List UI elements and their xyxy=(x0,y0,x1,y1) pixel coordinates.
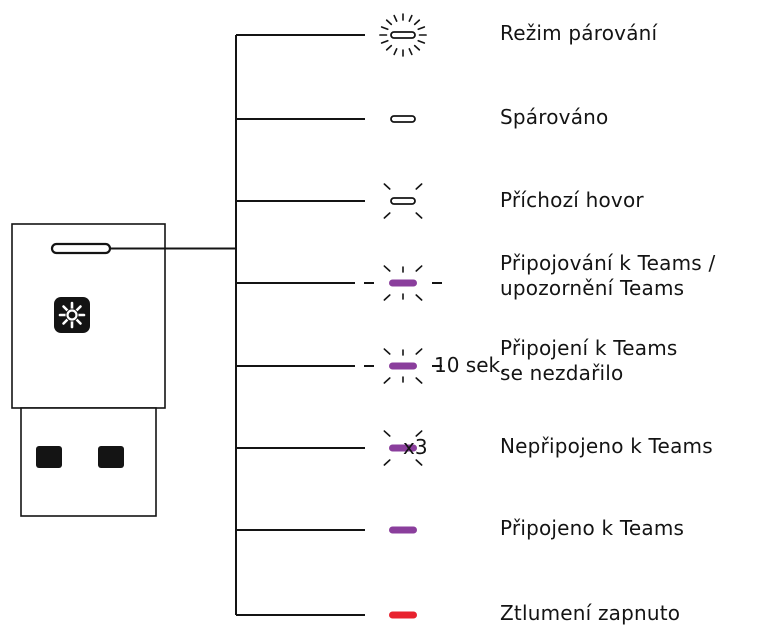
state-label-line: Nepřipojeno k Teams xyxy=(500,434,713,458)
blink-ray xyxy=(415,294,423,301)
blink-ray xyxy=(380,39,389,44)
blink-ray xyxy=(408,14,413,22)
led-purple-pill xyxy=(389,362,417,370)
blink-ray xyxy=(413,44,421,51)
blink-ray xyxy=(413,19,421,26)
blink-ray xyxy=(383,430,391,437)
blink-ray xyxy=(383,265,391,272)
blink-ray xyxy=(415,183,423,190)
led-off-pill xyxy=(390,115,416,123)
blink-ray xyxy=(385,19,393,26)
led-purple-pill xyxy=(389,444,417,452)
state-label-line: se nezdařilo xyxy=(500,361,624,385)
blink-ray xyxy=(415,265,423,272)
blink-ray xyxy=(385,44,393,51)
state-label-line: upozornění Teams xyxy=(500,276,685,300)
blink-ray xyxy=(415,212,423,219)
state-label-line: Připojeno k Teams xyxy=(500,516,685,540)
usb-contact-left xyxy=(36,446,62,468)
led-indicator-5 xyxy=(383,348,423,384)
state-label-7: Připojeno k Teams xyxy=(500,515,684,541)
state-label-3: Příchozí hovor xyxy=(500,187,644,213)
led-indicator-7 xyxy=(389,526,417,534)
blink-ray xyxy=(415,459,423,466)
led-indicators xyxy=(379,13,427,619)
blink-ray xyxy=(393,48,398,56)
state-label-line: Spárováno xyxy=(500,105,609,129)
led-indicator-6 xyxy=(383,430,423,466)
led-red-pill xyxy=(389,611,417,619)
blink-ray xyxy=(415,348,423,355)
state-label-line: Režim párování xyxy=(500,21,658,45)
usb-contact-right xyxy=(98,446,124,468)
led-indicator-1 xyxy=(379,13,427,57)
state-label-4: Připojování k Teams /upozornění Teams xyxy=(500,251,715,301)
led-purple-pill xyxy=(389,279,417,287)
blink-ray xyxy=(383,294,391,301)
led-indicator-3 xyxy=(383,183,423,219)
blink-ray xyxy=(415,377,423,384)
blink-ray xyxy=(383,459,391,466)
led-off-pill xyxy=(390,197,416,205)
blink-ray xyxy=(408,48,413,56)
blink-ray xyxy=(383,212,391,219)
state-label-1: Režim párování xyxy=(500,20,657,46)
blink-ray xyxy=(417,39,426,44)
led-purple-pill xyxy=(389,526,417,534)
led-indicator-8 xyxy=(389,611,417,619)
state-label-line: Připojování k Teams / xyxy=(500,251,716,275)
blink-ray xyxy=(415,430,423,437)
blink-ray xyxy=(383,183,391,190)
state-note-6: x3 xyxy=(403,435,428,459)
state-label-6: Nepřipojeno k Teams xyxy=(500,433,713,459)
led-indicator-4 xyxy=(383,265,423,301)
blink-ray xyxy=(417,26,426,31)
connector-lines xyxy=(110,34,442,616)
led-off-pill xyxy=(390,31,416,39)
state-note-5: 10 sek. xyxy=(434,353,507,377)
state-label-8: Ztlumení zapnuto xyxy=(500,600,680,626)
state-label-line: Příchozí hovor xyxy=(500,188,644,212)
blink-ray xyxy=(383,377,391,384)
state-label-line: Připojení k Teams xyxy=(500,336,678,360)
led-indicator-2 xyxy=(390,115,416,123)
state-label-2: Spárováno xyxy=(500,104,608,130)
dongle-led-slot xyxy=(50,242,112,255)
state-label-line: Ztlumení zapnuto xyxy=(500,601,681,625)
teams-logo-icon xyxy=(54,297,90,333)
usb-dongle xyxy=(11,223,166,517)
blink-ray xyxy=(383,348,391,355)
blink-ray xyxy=(393,14,398,22)
blink-ray xyxy=(380,26,389,31)
